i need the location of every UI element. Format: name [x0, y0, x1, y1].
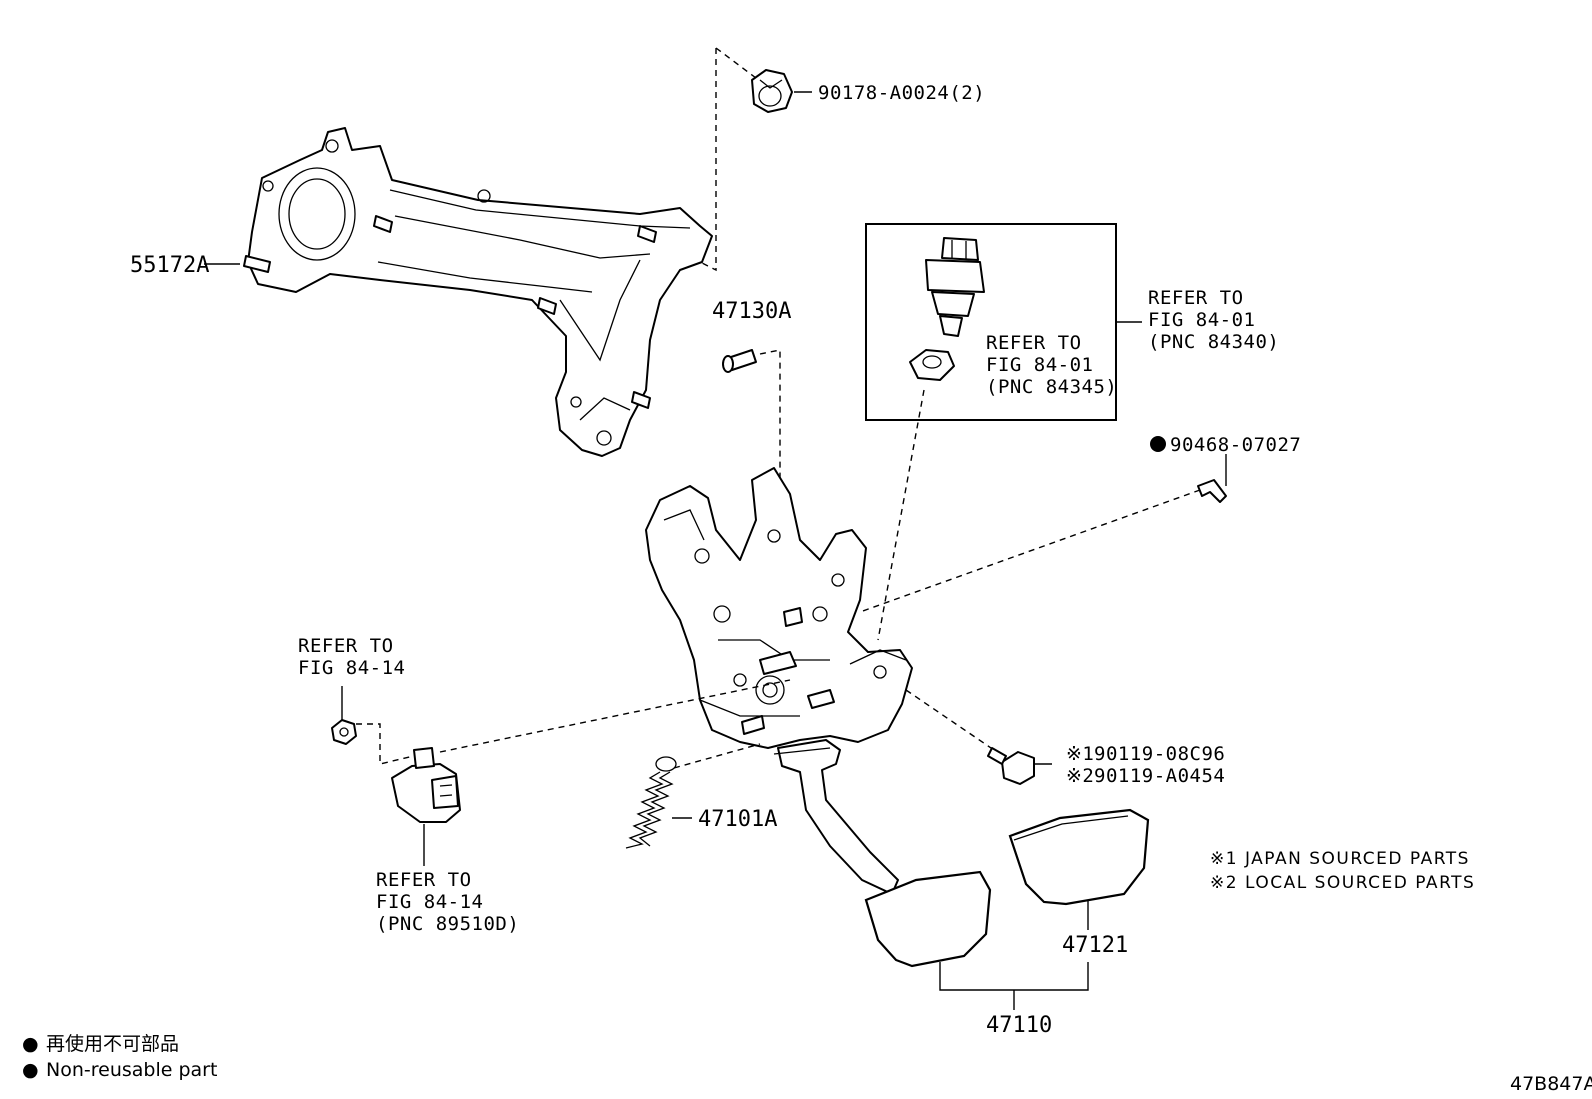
legend-symbol-1: ● — [22, 1033, 39, 1055]
stop-switch-ref-line1: REFER TO — [1148, 287, 1244, 309]
nut-left-ref-line2: FIG 84-14 — [298, 657, 405, 679]
nut-left-ref-line1: REFER TO — [298, 635, 394, 657]
switch-cushion-ref-line3: (PNC 84345) — [986, 376, 1117, 398]
nut-upper-drawing — [751, 69, 793, 113]
stop-switch-dashed-line — [877, 389, 925, 641]
part-number-bracket: 55172A — [130, 253, 209, 278]
stop-switch-drawing — [925, 237, 985, 337]
stop-switch-ref-line3: (PNC 84340) — [1148, 331, 1279, 353]
bracket-drawing — [243, 127, 713, 457]
spring-dashed-line — [673, 743, 761, 769]
pedal-assy-bracket-line — [939, 962, 1089, 991]
part-number-pad: 47121 — [1062, 933, 1128, 958]
spring-drawing — [625, 756, 677, 849]
sensor-dashed-line — [439, 679, 791, 753]
nut-left-dashed-line — [356, 723, 423, 765]
clip-non-reusable-marker — [1150, 436, 1166, 452]
nut-upper-dashed-line — [699, 47, 757, 272]
part-number-clip: 90468-07027 — [1170, 434, 1301, 456]
stop-switch-ref-line2: FIG 84-01 — [1148, 309, 1255, 331]
bolt-drawing — [987, 747, 1035, 785]
legend-symbol-2: ● — [22, 1059, 39, 1081]
pedal-pad-front-drawing — [864, 870, 992, 968]
note-japan-sourced: ※1 JAPAN SOURCED PARTS — [1210, 849, 1470, 869]
part-number-bolt-local: 90119-A0454 — [1094, 765, 1225, 787]
pin-drawing — [722, 349, 757, 373]
pedal-pad-drawing — [1008, 808, 1150, 906]
bolt-jp-mark: ※1 — [1066, 743, 1094, 765]
part-number-bolt-jp: 90119-08C96 — [1094, 743, 1225, 765]
part-number-spring: 47101A — [698, 807, 777, 832]
switch-cushion-ref-line1: REFER TO — [986, 332, 1082, 354]
switch-cushion-drawing — [909, 349, 955, 381]
pedal-support-drawing — [645, 467, 913, 749]
legend-japanese: 再使用不可部品 — [46, 1033, 179, 1055]
part-number-nut-upper: 90178-A0024(2) — [818, 82, 985, 104]
sensor-ref-line2: FIG 84-14 — [376, 891, 483, 913]
clip-dashed-line — [859, 489, 1201, 613]
sensor-ref-line3: (PNC 89510D) — [376, 913, 519, 935]
pedal-arm-drawing — [773, 739, 899, 895]
bolt-dashed-line — [905, 689, 995, 751]
legend-english: Non-reusable part — [46, 1059, 217, 1081]
note-local-sourced: ※2 LOCAL SOURCED PARTS — [1210, 873, 1475, 893]
bolt-local-mark: ※2 — [1066, 765, 1094, 787]
diagram-id: 47B847A — [1510, 1073, 1592, 1095]
nut-left-drawing — [331, 719, 357, 745]
sensor-ref-line1: REFER TO — [376, 869, 472, 891]
part-number-pedal-assy: 47110 — [986, 1013, 1052, 1038]
clip-drawing — [1197, 479, 1227, 503]
sensor-drawing — [391, 747, 461, 823]
part-number-pin: 47130A — [712, 299, 791, 324]
switch-cushion-ref-line2: FIG 84-01 — [986, 354, 1093, 376]
